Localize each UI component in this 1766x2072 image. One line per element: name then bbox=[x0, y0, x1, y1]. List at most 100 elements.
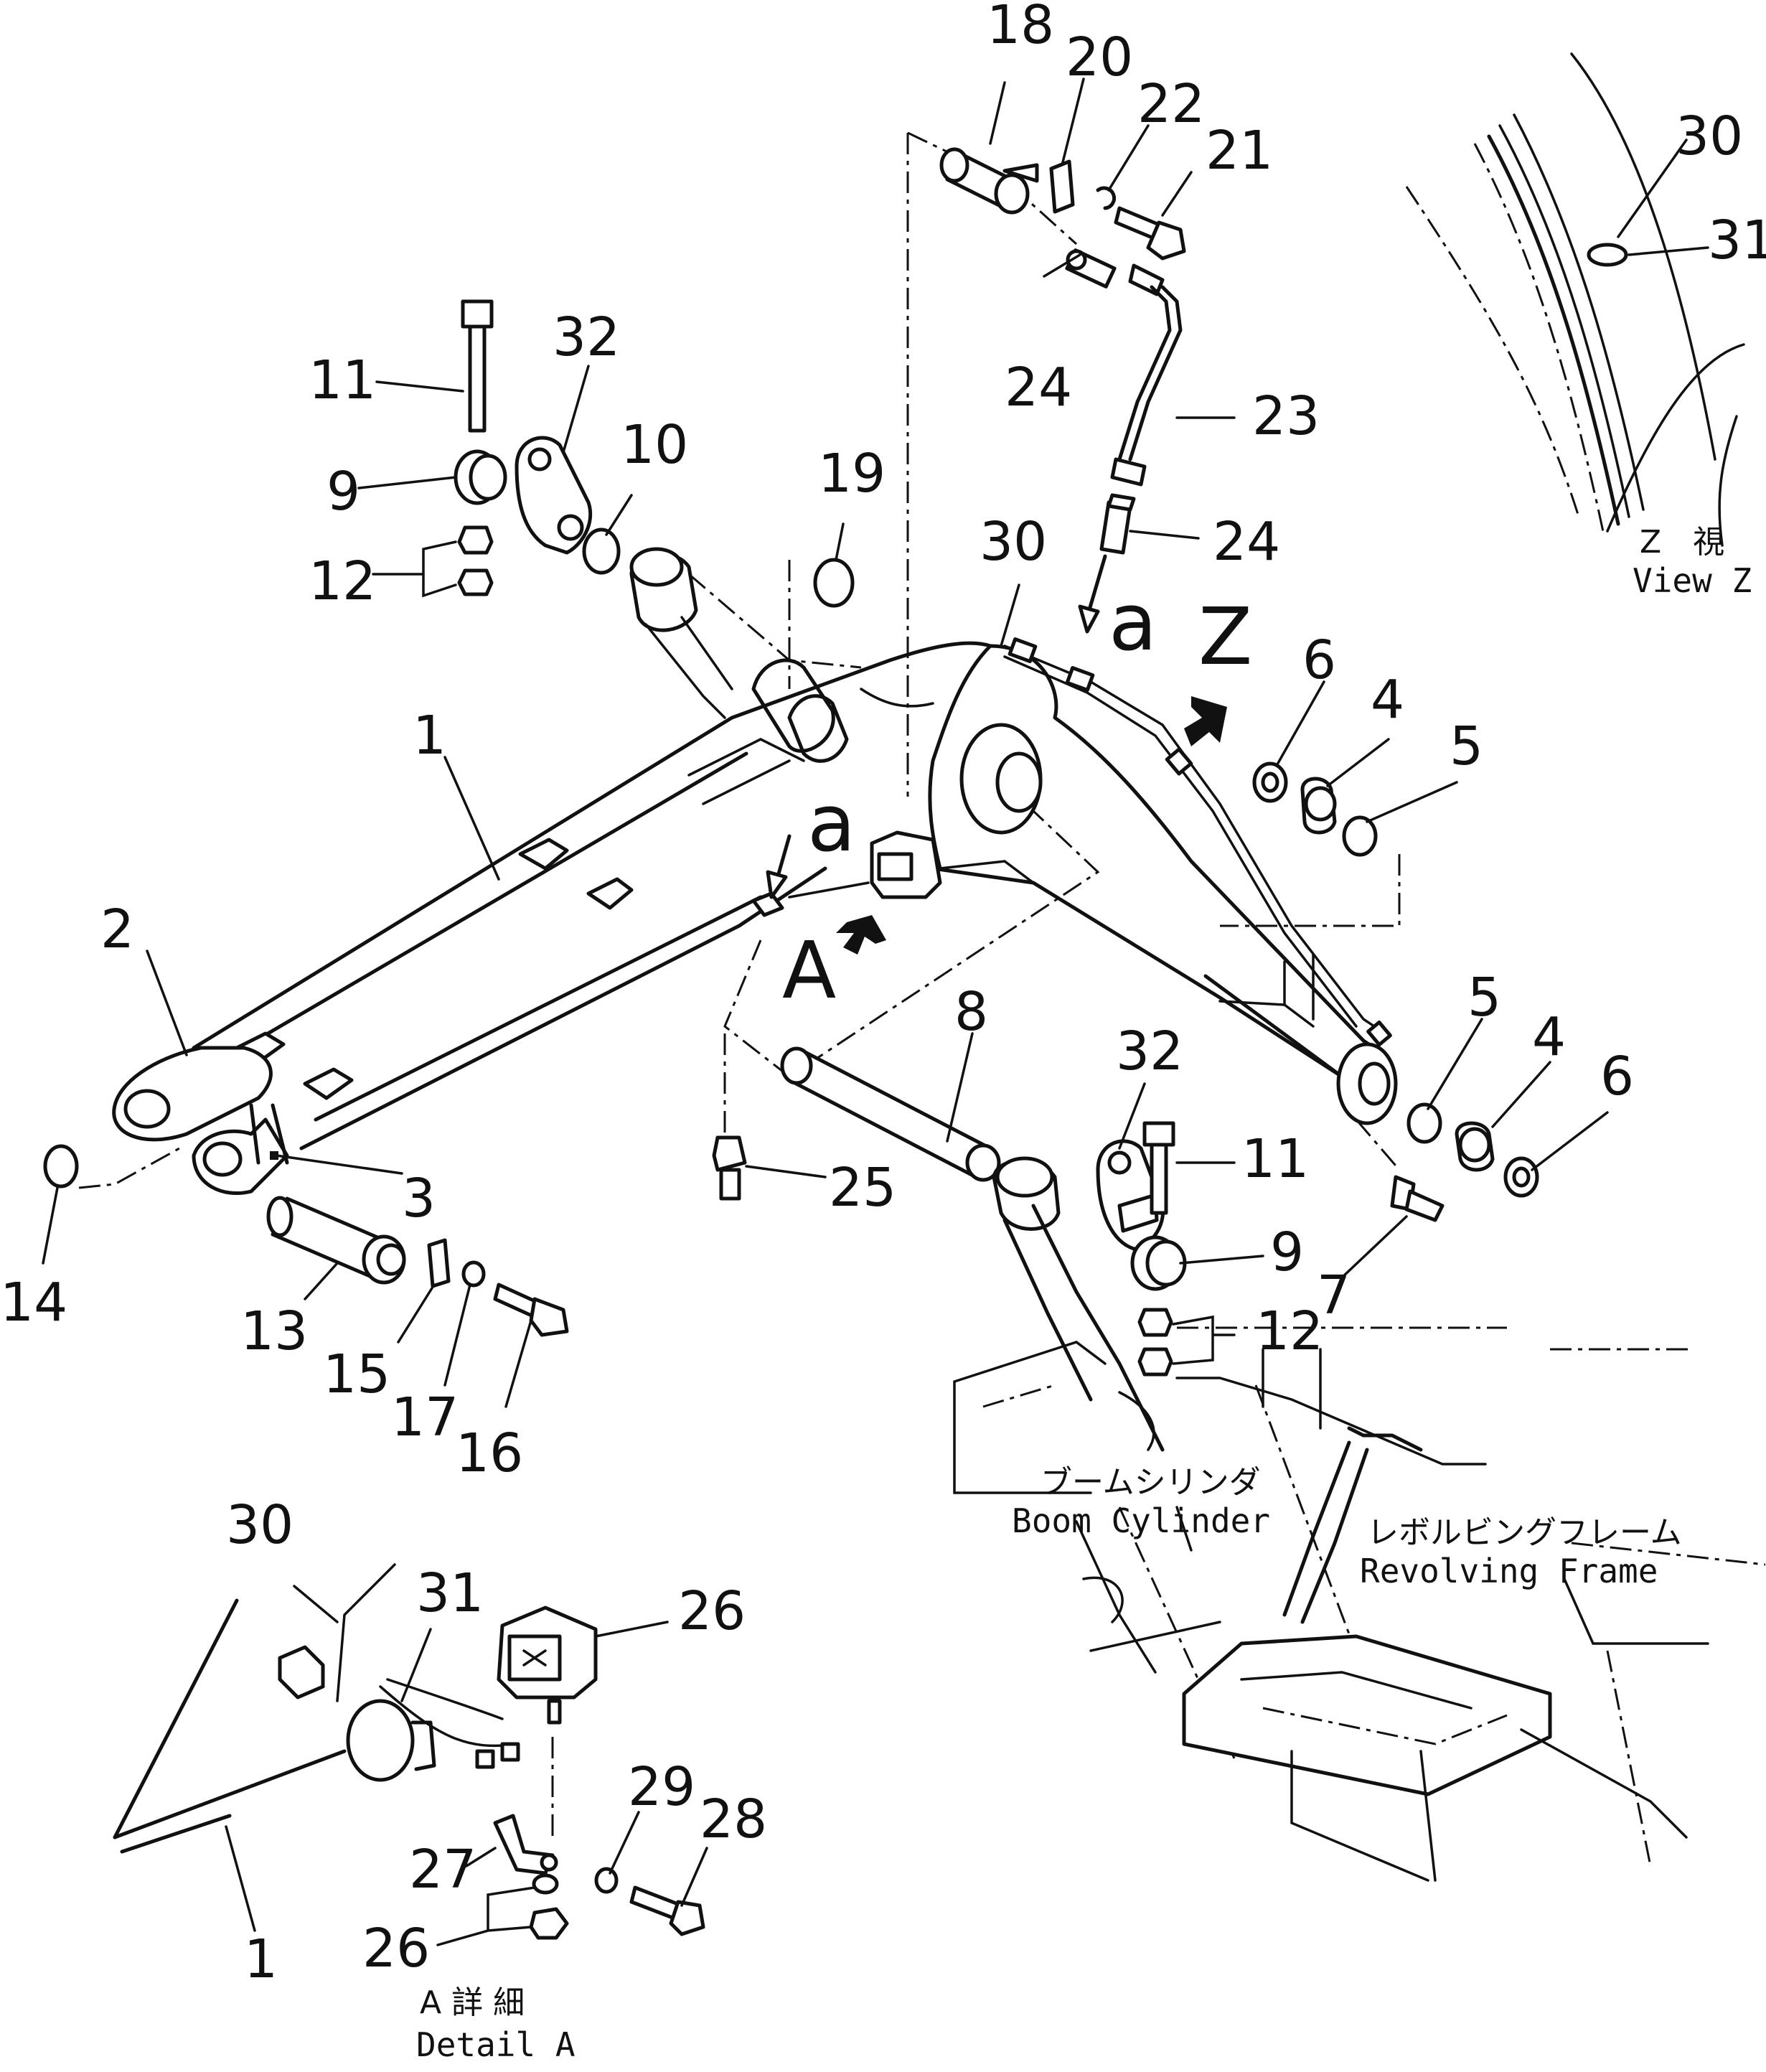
plate-20-icon bbox=[1049, 159, 1075, 214]
callout-3: 3 bbox=[402, 1168, 436, 1229]
callout-10: 10 bbox=[621, 414, 688, 476]
marker-z: Z bbox=[1198, 591, 1252, 683]
bolt-11-lower-icon bbox=[1142, 1121, 1175, 1215]
lamp-26-icon bbox=[497, 1605, 598, 1725]
callout-21: 21 bbox=[1206, 120, 1273, 182]
boom-foot-pin-parts bbox=[43, 1144, 569, 1337]
bolt-16-icon bbox=[493, 1283, 569, 1337]
caption-boom-cylinder-jp: ブームシリンダ bbox=[1041, 1464, 1261, 1501]
collar-9-lower-icon bbox=[1130, 1235, 1187, 1291]
pin-8-icon bbox=[780, 1046, 1001, 1182]
callout-18: 18 bbox=[987, 0, 1054, 56]
bolt-21-icon bbox=[1114, 206, 1186, 261]
callout-26-lamp: 26 bbox=[678, 1580, 746, 1642]
callout-6-upper: 6 bbox=[1302, 629, 1336, 691]
callout-7: 7 bbox=[1317, 1265, 1351, 1326]
callout-16: 16 bbox=[456, 1422, 523, 1484]
connector-icon bbox=[751, 891, 784, 917]
pin-18-icon bbox=[939, 147, 1039, 215]
boom-foot-pin-group bbox=[454, 299, 862, 719]
plate-15-icon bbox=[427, 1238, 451, 1288]
bushing-4-lower-icon bbox=[1455, 1121, 1495, 1172]
callout-12-lower: 12 bbox=[1256, 1300, 1323, 1362]
callout-29: 29 bbox=[628, 1756, 695, 1818]
plate-32-upper-icon bbox=[515, 436, 593, 555]
washer-14-icon bbox=[43, 1144, 79, 1189]
snap-ring-22-icon bbox=[1096, 186, 1117, 210]
clamp-31-view-z-icon bbox=[1587, 243, 1628, 267]
nut-12-upper-icon bbox=[457, 525, 494, 596]
callout-32-lower: 32 bbox=[1116, 1021, 1183, 1082]
washer-19-icon bbox=[813, 558, 855, 608]
callout-8: 8 bbox=[954, 981, 988, 1043]
callout-30-detail: 30 bbox=[226, 1494, 293, 1556]
callout-20: 20 bbox=[1066, 27, 1133, 88]
callout-32-upper: 32 bbox=[553, 306, 620, 368]
washer-10-icon bbox=[582, 528, 621, 575]
callout-5-upper: 5 bbox=[1450, 716, 1483, 777]
callout-28: 28 bbox=[700, 1789, 767, 1850]
work-lamp-assembly bbox=[751, 696, 1227, 955]
marker-detail-a: A bbox=[782, 924, 836, 1016]
callout-4-lower: 4 bbox=[1532, 1006, 1566, 1068]
callout-1-detail: 1 bbox=[244, 1928, 278, 1990]
arrow-z-icon bbox=[1184, 696, 1227, 746]
bushing-lower-icon bbox=[992, 1156, 1061, 1231]
bushing-4-upper-icon bbox=[1300, 777, 1337, 835]
bolt-11-upper-icon bbox=[461, 299, 494, 433]
hose-23-icon bbox=[1110, 263, 1183, 487]
arrow-a-icon bbox=[836, 915, 886, 955]
pin-13-icon bbox=[266, 1196, 406, 1285]
callout-30-boom: 30 bbox=[980, 511, 1047, 573]
callout-9-lower: 9 bbox=[1270, 1222, 1304, 1283]
bracket-31-icon bbox=[346, 1699, 436, 1782]
view-z-inset bbox=[1405, 52, 1745, 547]
caption-view-z-jp: Z 視 bbox=[1640, 524, 1724, 561]
callout-9-upper: 9 bbox=[327, 461, 360, 522]
cylinder-pin-group bbox=[712, 810, 1187, 1377]
revolving-frame-block-icon bbox=[1182, 1634, 1552, 1796]
boom-foot-2-icon bbox=[112, 1046, 289, 1196]
nut-12-lower-icon bbox=[1137, 1308, 1173, 1377]
connector-detail-icon bbox=[278, 1645, 325, 1700]
callout-25: 25 bbox=[829, 1157, 896, 1219]
caption-revolving-frame-jp: レボルビングフレーム bbox=[1367, 1514, 1682, 1551]
nut-26-detail-icon bbox=[529, 1873, 569, 1940]
callout-30-view-z: 30 bbox=[1676, 106, 1743, 167]
callout-26-nut: 26 bbox=[362, 1918, 430, 1979]
upper-hose-assembly bbox=[906, 131, 1186, 797]
callout-24-upper: 24 bbox=[1005, 357, 1072, 418]
marker-a-lower: a bbox=[807, 777, 855, 869]
washer-29-icon bbox=[594, 1867, 619, 1894]
callout-15: 15 bbox=[323, 1344, 390, 1405]
callout-31-view-z: 31 bbox=[1708, 210, 1766, 271]
bushing-upper-icon bbox=[629, 547, 698, 632]
seal-5-upper-icon bbox=[1342, 815, 1378, 857]
callout-24-lower: 24 bbox=[1213, 511, 1280, 573]
callout-19: 19 bbox=[818, 443, 886, 505]
leader-lines bbox=[42, 78, 1709, 1946]
washer-17-icon bbox=[461, 1260, 486, 1288]
callout-11-lower: 11 bbox=[1241, 1128, 1309, 1190]
captions: Z 視 View Z ブームシリンダ Boom Cylinder レボルビングフ… bbox=[416, 524, 1752, 2064]
bolt-28-icon bbox=[629, 1885, 705, 1936]
caption-boom-cylinder-en: Boom Cylinder bbox=[1012, 1501, 1270, 1540]
plate-32-lower-icon bbox=[1096, 1139, 1165, 1251]
callout-31-detail: 31 bbox=[416, 1562, 484, 1624]
callout-12-upper: 12 bbox=[309, 550, 376, 612]
callout-27: 27 bbox=[409, 1839, 476, 1900]
seal-5-lower-icon bbox=[1406, 1102, 1442, 1144]
collar-9-upper-icon bbox=[454, 449, 507, 505]
clip-upper-1-icon bbox=[518, 838, 569, 871]
grease-fitting-7-icon bbox=[1390, 1175, 1445, 1222]
callout-labels: 18 20 22 21 30 31 32 11 9 10 12 19 24 23… bbox=[0, 0, 1766, 1990]
callout-5-lower: 5 bbox=[1467, 967, 1501, 1028]
view-markers: a Z a A bbox=[782, 576, 1252, 1016]
callout-17: 17 bbox=[391, 1387, 459, 1448]
callout-4-upper: 4 bbox=[1371, 669, 1404, 731]
caption-revolving-frame-en: Revolving Frame bbox=[1360, 1552, 1658, 1590]
callout-11-upper: 11 bbox=[309, 350, 376, 411]
bracket-27-icon bbox=[493, 1814, 558, 1875]
callout-1: 1 bbox=[413, 705, 446, 767]
